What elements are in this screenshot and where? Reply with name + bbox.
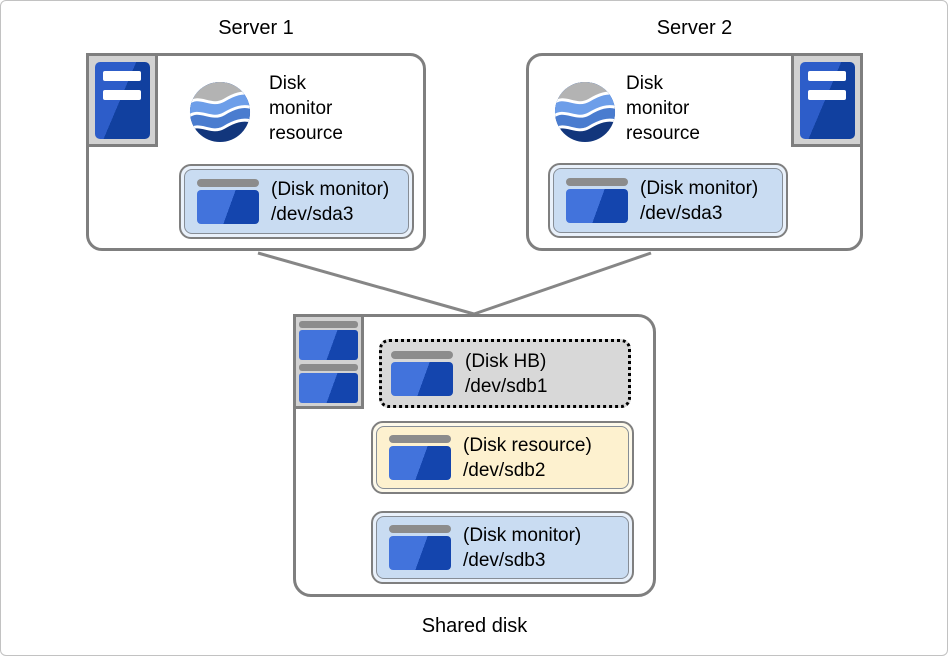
- disk-hb-text: (Disk HB) /dev/sdb1: [465, 349, 547, 399]
- server2-resource-label: Disk monitor resource: [626, 73, 700, 144]
- disk-drive-icon: [389, 525, 451, 570]
- connector-server2-shared-disk: [473, 251, 652, 316]
- server1-plate: [86, 53, 158, 147]
- server2-disk-monitor-text: (Disk monitor) /dev/sda3: [640, 176, 758, 226]
- shared-partition-disk-hb: (Disk HB) /dev/sdb1: [379, 339, 631, 408]
- server1-title: Server 1: [218, 17, 294, 39]
- server-icon-slot: [102, 89, 141, 100]
- disk-icon-body: [389, 536, 451, 570]
- disk-icon-bar: [391, 351, 453, 359]
- partition-device: /dev/sdb3: [463, 549, 546, 571]
- server-icon-slot: [102, 70, 141, 81]
- connector-server1-shared-disk: [257, 251, 475, 316]
- partition-device: /dev/sda3: [271, 203, 354, 225]
- disk-icon-body: [299, 373, 358, 403]
- wave-sphere-icon: [554, 81, 616, 143]
- disk-icon-body: [566, 189, 628, 223]
- disk-icon-bar: [299, 321, 358, 328]
- partition-name: (Disk resource): [463, 434, 592, 456]
- server-icon: [94, 61, 150, 139]
- partition-name: (Disk monitor): [271, 178, 390, 200]
- shared-disk-title: Shared disk: [421, 615, 528, 637]
- disk-icon-body: [389, 446, 451, 480]
- disk-icon-bar: [566, 178, 628, 186]
- disk-icon-body: [299, 330, 358, 360]
- disk-resource-text: (Disk resource) /dev/sdb2: [463, 433, 592, 483]
- disk-icon-bar: [389, 525, 451, 533]
- server2-disk-monitor-box: (Disk monitor) /dev/sda3: [548, 163, 788, 238]
- partition-device: /dev/sdb1: [465, 375, 548, 397]
- disk-drive-icon: [389, 435, 451, 480]
- server1-disk-monitor-text: (Disk monitor) /dev/sda3: [271, 177, 389, 227]
- server2-plate: [791, 53, 863, 147]
- server1-disk-monitor-box: (Disk monitor) /dev/sda3: [179, 164, 414, 239]
- disk-drive-icon: [566, 178, 628, 223]
- server-icon-slot: [807, 89, 846, 100]
- disk-drive-icon: [197, 179, 259, 224]
- server1-resource-label: Disk monitor resource: [269, 73, 343, 144]
- server-icon-slot: [807, 70, 846, 81]
- disk-icon-body: [391, 362, 453, 396]
- disk-drive-icon: [391, 351, 453, 396]
- disk-icon-body: [197, 190, 259, 224]
- wave-sphere-icon: [189, 81, 251, 143]
- shared-partition-disk-monitor: (Disk monitor) /dev/sdb3: [371, 511, 634, 584]
- disk-icon-bar: [197, 179, 259, 187]
- server-icon: [799, 61, 855, 139]
- partition-name: (Disk monitor): [640, 177, 759, 199]
- disk-icon-bar: [299, 364, 358, 371]
- disk-stack-icon: [293, 314, 364, 409]
- shared-partition-disk-resource: (Disk resource) /dev/sdb2: [371, 421, 634, 494]
- disk-icon-bar: [389, 435, 451, 443]
- partition-name: (Disk monitor): [463, 524, 582, 546]
- partition-name: (Disk HB): [465, 350, 547, 372]
- disk-monitor-text: (Disk monitor) /dev/sdb3: [463, 523, 581, 573]
- partition-device: /dev/sda3: [640, 202, 723, 224]
- server2-title: Server 2: [656, 17, 733, 39]
- partition-device: /dev/sdb2: [463, 459, 546, 481]
